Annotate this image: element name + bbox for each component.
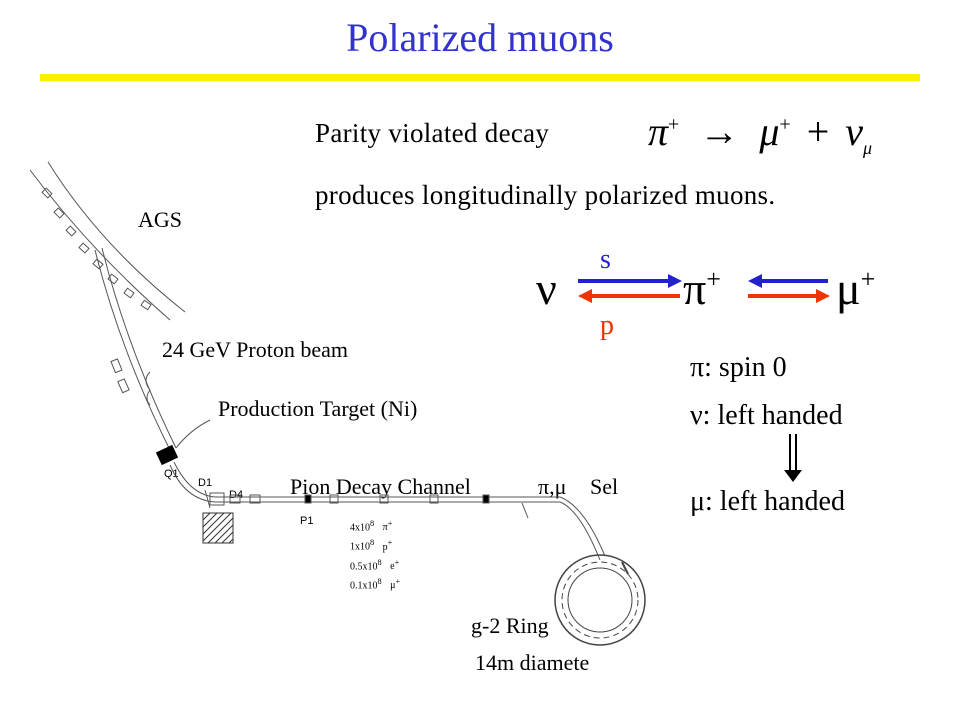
flux-table: 4x108 π+ 1x108 p+ 0.5x108 e+ 0.1x108 μ+ <box>350 516 400 593</box>
eq-plus: + <box>806 109 830 154</box>
spin-arrows <box>578 274 830 303</box>
polarized-text: produces longitudinally polarized muons. <box>315 180 776 210</box>
sel-label: Sel <box>590 474 619 499</box>
ring-label: g-2 Ring <box>471 613 549 638</box>
d1-label: D1 <box>198 477 213 489</box>
spin-arrowhead-mu <box>748 274 762 288</box>
parity-text: Parity violated decay <box>315 118 550 148</box>
flux-row: 0.5x108 e+ <box>350 557 400 572</box>
momentum-arrowhead-mu <box>816 289 830 303</box>
flux-row: 0.1x108 μ+ <box>350 576 401 592</box>
decay-channel <box>169 461 606 561</box>
ags-label: AGS <box>138 207 183 232</box>
spin-pion-charge: + <box>706 264 721 294</box>
implication-arrow <box>784 434 802 482</box>
p1-label: P1 <box>300 515 314 527</box>
pi-mu-label: π,μ <box>538 474 567 499</box>
diameter-label: 14m diamete <box>475 650 590 675</box>
eq-arrow: → <box>699 109 740 154</box>
eq-muon-charge: + <box>779 113 791 136</box>
spin-pion: π+ <box>683 262 721 315</box>
eq-pion-charge: + <box>668 113 680 136</box>
eq-muon: μ <box>759 109 780 154</box>
q1-label: Q1 <box>164 468 179 480</box>
production-target <box>155 419 211 466</box>
proton-beam-label: 24 GeV Proton beam <box>162 337 348 362</box>
spin-label: s <box>600 244 611 275</box>
spin-muon: μ+ <box>836 262 875 315</box>
decay-equation: π+ → μ+ + νμ <box>648 108 872 159</box>
slide-title: Polarized muons <box>346 15 614 60</box>
flux-row: 1x108 p+ <box>350 538 393 553</box>
ags-magnets <box>41 187 152 311</box>
pion-property: π: spin 0 <box>690 352 787 383</box>
proton-beam-line <box>94 247 177 451</box>
muon-property: μ: left handed <box>690 486 845 517</box>
neutrino-property: ν: left handed <box>690 400 843 431</box>
eq-neutrino: ν <box>845 109 864 154</box>
spin-arrowhead-nu <box>668 274 682 288</box>
spin-muon-symbol: μ <box>836 263 861 314</box>
target-label: Production Target (Ni) <box>218 396 418 421</box>
flux-row: 4x108 π+ <box>350 519 393 534</box>
spin-pion-symbol: π <box>683 263 707 314</box>
spin-muon-charge: + <box>860 264 876 294</box>
momentum-label: p <box>600 310 614 341</box>
g2-storage-ring <box>554 554 646 646</box>
spin-neutrino: ν <box>536 263 557 314</box>
hatched-box <box>202 512 234 544</box>
eq-neutrino-sub: μ <box>863 138 873 158</box>
title-underline <box>40 74 920 81</box>
momentum-arrowhead-nu <box>578 289 592 303</box>
eq-pion: π <box>648 109 669 154</box>
